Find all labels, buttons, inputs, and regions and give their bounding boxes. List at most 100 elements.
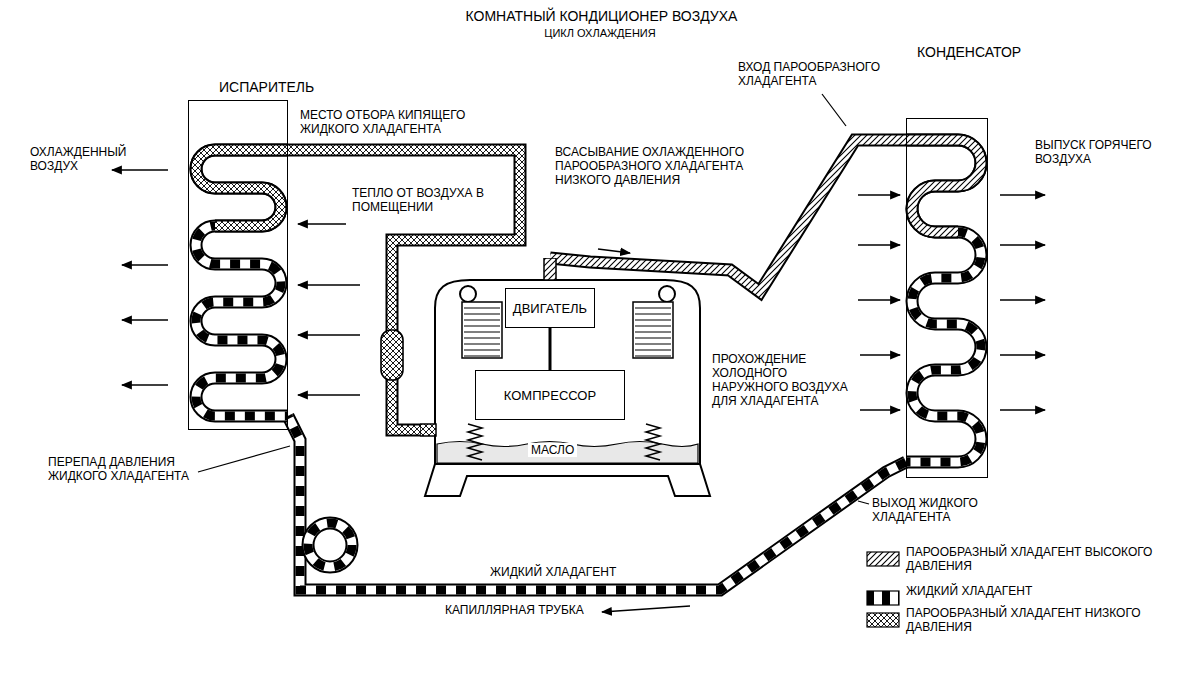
callout-label: ЖИДКИЙ ХЛАДАГЕНТ xyxy=(490,565,616,579)
winding-line xyxy=(635,319,671,320)
air-arrow xyxy=(860,409,900,411)
pipe-outline xyxy=(196,150,288,416)
callout-label: ОХЛАЖДЕННЫЙ ВОЗДУХ xyxy=(30,145,125,173)
refrigerant-pipe xyxy=(550,140,906,292)
winding-line xyxy=(635,325,671,326)
air-arrow xyxy=(858,244,900,246)
leader-lines xyxy=(198,94,869,504)
lug xyxy=(659,286,675,302)
air-arrow xyxy=(122,384,168,386)
callout-label: КАПИЛЛЯРНАЯ ТРУБКА xyxy=(445,603,584,617)
heat-exchanger-coils xyxy=(196,140,981,462)
air-arrow xyxy=(122,264,168,266)
pipe-fill xyxy=(550,140,906,292)
air-arrow xyxy=(1000,299,1045,301)
legend-swatch xyxy=(866,612,900,628)
pipe-fill xyxy=(196,150,288,416)
pipe-fill xyxy=(196,150,288,416)
air-arrow xyxy=(298,284,360,286)
motor-box: ДВИГАТЕЛЬ xyxy=(505,288,595,328)
compressor-box: КОМПРЕССОР xyxy=(475,370,625,420)
legend-swatch-fill xyxy=(867,613,899,627)
winding-line xyxy=(464,349,500,350)
stator-winding xyxy=(462,302,502,358)
winding-line xyxy=(464,355,500,356)
air-arrow xyxy=(1000,194,1045,196)
callout-label: ЦИКЛ ОХЛАЖДЕНИЯ xyxy=(500,27,700,40)
air-arrow xyxy=(860,354,900,356)
oil-label: МАСЛО xyxy=(528,443,577,457)
winding-line xyxy=(635,343,671,344)
winding-line xyxy=(635,355,671,356)
air-arrow xyxy=(112,169,168,171)
winding-line xyxy=(464,319,500,320)
pipe-outline xyxy=(906,140,981,232)
pipe-fill xyxy=(906,140,981,462)
air-arrow xyxy=(298,223,346,225)
condenser-box: КОНДЕНСАТОР xyxy=(906,118,988,478)
spring xyxy=(646,424,660,460)
stator-winding xyxy=(633,302,673,358)
callout-label: МЕСТО ОТБОРА КИПЯЩЕГО ЖИДКОГО ХЛАДАГЕНТА xyxy=(300,108,520,136)
winding-line xyxy=(464,307,500,308)
legend-swatch-fill xyxy=(867,591,899,605)
pipe-outline xyxy=(550,140,906,292)
winding-line xyxy=(464,343,500,344)
callout-label: ВСАСЫВАНИЕ ОХЛАЖДЕННОГО ПАРООБРАЗНОГО ХЛ… xyxy=(555,145,785,187)
callout-label: ВХОД ПАРООБРАЗНОГО ХЛАДАГЕНТА xyxy=(738,60,908,88)
suction-stub xyxy=(420,424,436,436)
spring xyxy=(468,424,482,460)
pipe-outline xyxy=(196,150,288,226)
winding-line xyxy=(464,331,500,332)
winding-line xyxy=(635,349,671,350)
callout-label: ПРОХОЖДЕНИЕ ХОЛОДНОГО НАРУЖНОГО ВОЗДУХА … xyxy=(712,352,852,408)
air-arrow xyxy=(298,394,360,396)
winding-line xyxy=(635,307,671,308)
leader-arrow xyxy=(602,606,690,612)
leader-line xyxy=(198,446,290,472)
callout-label: ПЕРЕПАД ДАВЛЕНИЯ ЖИДКОГО ХЛАДАГЕНТА xyxy=(48,455,208,483)
shaft xyxy=(549,328,552,370)
winding-line xyxy=(464,313,500,314)
winding-line xyxy=(635,337,671,338)
legend-swatch xyxy=(866,551,900,567)
callout-label: ВЫПУСК ГОРЯЧЕГО ВОЗДУХА xyxy=(1035,138,1185,166)
component-label: КОМПРЕССОР xyxy=(504,388,596,403)
discharge-nozzle xyxy=(544,258,556,280)
legend-text: ПАРООБРАЗНЫЙ ХЛАДАГЕНТ НИЗКОГО ДАВЛЕНИЯ xyxy=(906,606,1161,634)
air-arrow xyxy=(122,319,168,321)
pipe-fill xyxy=(906,140,981,462)
air-arrow xyxy=(298,334,360,336)
component-heading: ИСПАРИТЕЛЬ xyxy=(219,79,314,95)
legend-text: ПАРООБРАЗНЫЙ ХЛАДАГЕНТ ВЫСОКОГО ДАВЛЕНИЯ xyxy=(906,545,1161,573)
air-arrow xyxy=(1000,354,1045,356)
legend-text: ЖИДКИЙ ХЛАДАГЕНТ xyxy=(906,584,1161,598)
winding-line xyxy=(635,313,671,314)
lug xyxy=(460,286,476,302)
housing-base xyxy=(425,464,710,496)
winding-line xyxy=(635,331,671,332)
callout-label: ТЕПЛО ОТ ВОЗДУХА В ПОМЕЩЕНИИ xyxy=(352,186,502,214)
callout-label: ВЫХОД ЖИДКОГО ХЛАДАГЕНТА xyxy=(872,496,982,524)
air-arrow xyxy=(858,194,900,196)
diagram-title: КОМНАТНЫЙ КОНДИЦИОНЕР ВОЗДУХА xyxy=(0,8,1203,24)
evaporator-box: ИСПАРИТЕЛЬ xyxy=(188,100,288,430)
compressor-housing: МАСЛО ДВИГАТЕЛЬ КОМПРЕССОР xyxy=(420,258,715,503)
winding-line xyxy=(464,337,500,338)
air-arrow xyxy=(1000,244,1045,246)
capillary-loop xyxy=(308,523,352,567)
housing-dome xyxy=(435,280,700,464)
pipe-fill xyxy=(906,140,981,232)
legend-swatch xyxy=(866,590,900,606)
component-heading: КОНДЕНСАТОР xyxy=(917,44,1021,60)
winding-line xyxy=(464,325,500,326)
component-label: ДВИГАТЕЛЬ xyxy=(513,301,587,316)
leader-line xyxy=(822,94,846,126)
air-arrow xyxy=(858,299,900,301)
pipe-outline xyxy=(906,140,981,462)
flow-arrow xyxy=(598,249,630,253)
leader-line xyxy=(858,501,869,504)
pipe-fill xyxy=(196,150,288,226)
legend-swatch-fill xyxy=(867,552,899,566)
